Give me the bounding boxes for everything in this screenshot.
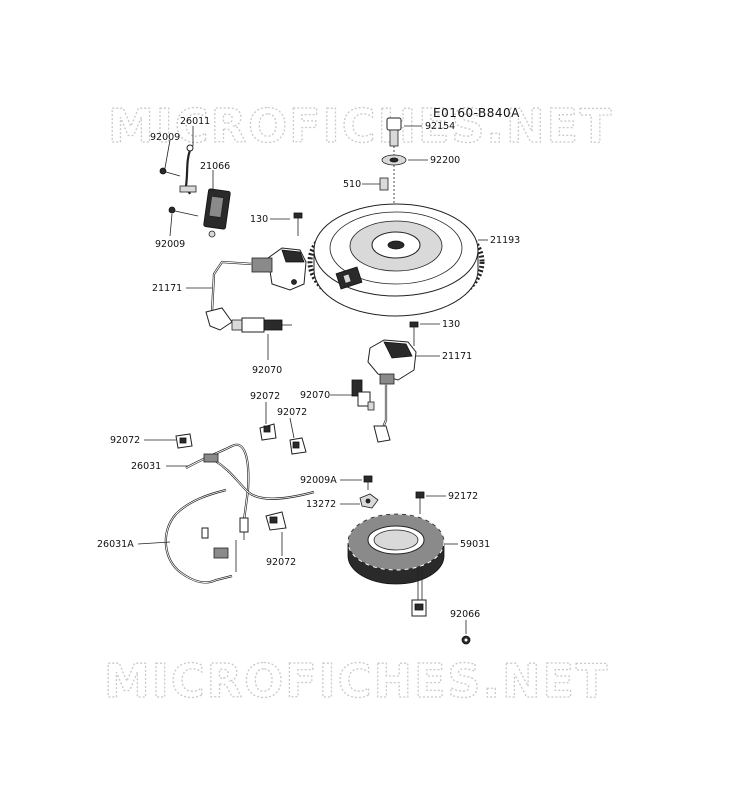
screw-92009-bottom xyxy=(168,206,199,217)
diagram-code: E0160-B840A xyxy=(433,106,520,120)
label-92072-a: 92072 xyxy=(250,391,280,402)
spark-plug-92070-right xyxy=(351,379,375,411)
ignition-coil-21171-right xyxy=(367,339,417,443)
screw-92009A xyxy=(363,475,373,490)
label-92009-top: 92009 xyxy=(150,132,180,143)
label-92070-right: 92070 xyxy=(300,390,330,401)
label-92172: 92172 xyxy=(448,491,478,502)
label-92072-b: 92072 xyxy=(277,407,307,418)
clamp-92072-a xyxy=(259,423,277,441)
label-26031A: 26031A xyxy=(97,539,134,550)
label-510: 510 xyxy=(343,179,361,190)
harness-26031A xyxy=(164,488,237,584)
label-92154: 92154 xyxy=(425,121,455,132)
watermark-bottom: MICROFICHES.NET xyxy=(104,654,609,708)
stator-59031 xyxy=(347,513,445,617)
label-92072-d: 92072 xyxy=(266,557,296,568)
watermark-top: MICROFICHES.NET xyxy=(108,99,613,153)
key-510 xyxy=(379,177,389,191)
label-92200: 92200 xyxy=(430,155,460,166)
label-92009A: 92009A xyxy=(300,475,337,486)
label-21171-left: 21171 xyxy=(152,283,182,294)
bolt-130-right xyxy=(409,321,419,346)
label-92072-c: 92072 xyxy=(110,435,140,446)
washer-92200 xyxy=(381,154,407,166)
flywheel-21193 xyxy=(307,203,485,317)
harness-26031 xyxy=(185,443,315,540)
plate-13272 xyxy=(359,493,379,509)
label-26031: 26031 xyxy=(131,461,161,472)
clamp-92072-c xyxy=(175,433,193,449)
label-92066: 92066 xyxy=(450,609,480,620)
label-130-right: 130 xyxy=(442,319,460,330)
nut-92066 xyxy=(461,635,471,645)
label-26011: 26011 xyxy=(180,116,210,127)
bolt-130-left xyxy=(293,212,303,236)
bolt-92172 xyxy=(415,491,425,514)
label-92009-bottom: 92009 xyxy=(155,239,185,250)
label-130-left: 130 xyxy=(250,214,268,225)
clamp-92072-d xyxy=(265,511,287,531)
screw-92009-top xyxy=(159,167,181,177)
bolt-92154 xyxy=(386,117,402,147)
label-21066: 21066 xyxy=(200,161,230,172)
label-92070-left: 92070 xyxy=(252,365,282,376)
ignition-coil-21171-left xyxy=(205,247,307,331)
label-21171-right: 21171 xyxy=(442,351,472,362)
label-21193: 21193 xyxy=(490,235,520,246)
ignition-module-21066 xyxy=(179,144,231,238)
label-13272: 13272 xyxy=(306,499,336,510)
label-59031: 59031 xyxy=(460,539,490,550)
clamp-92072-b xyxy=(289,437,307,455)
spark-plug-92070-left xyxy=(231,317,292,333)
